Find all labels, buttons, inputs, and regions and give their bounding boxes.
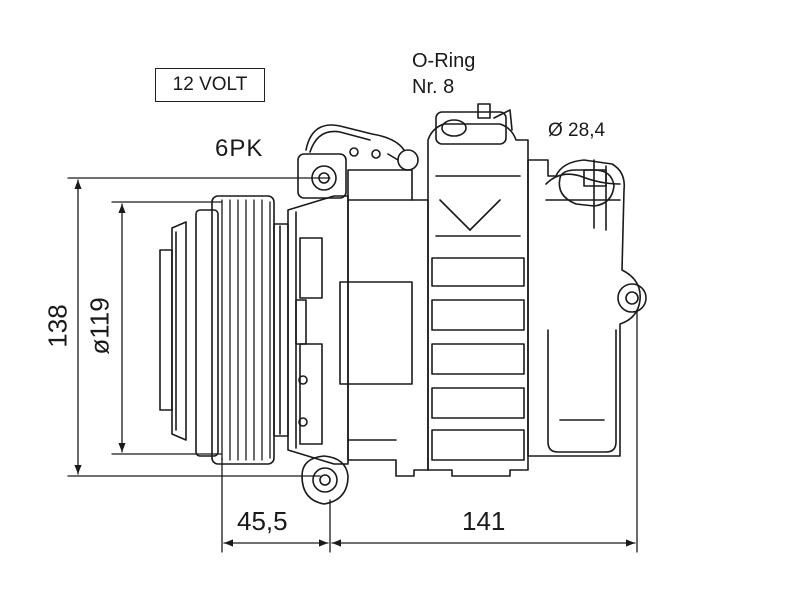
o-ring-number-label: Nr. 8 bbox=[412, 76, 455, 98]
belt-grooves bbox=[221, 199, 271, 461]
voltage-label: 12 VOLT bbox=[155, 68, 265, 102]
body-length-dimension: 141 bbox=[462, 506, 506, 536]
lower-mount-hole bbox=[312, 467, 338, 493]
pulley-diameter-dimension: ø119 bbox=[84, 297, 115, 355]
pulley bbox=[159, 195, 289, 465]
dimension-lines bbox=[67, 177, 638, 553]
upper-mount-hole bbox=[311, 165, 337, 191]
pulley-offset-dimension: 45,5 bbox=[237, 506, 288, 536]
port-diameter-label: Ø 28,4 bbox=[548, 120, 606, 141]
front-housing bbox=[287, 153, 349, 505]
o-ring-label: O-Ring bbox=[412, 50, 476, 72]
rear-mount-hole bbox=[617, 283, 647, 313]
pulley-grooves-label: 6PK bbox=[215, 135, 264, 162]
compressor-body bbox=[305, 103, 647, 477]
o-ring-port bbox=[441, 119, 467, 137]
overall-height-dimension: 138 bbox=[42, 304, 73, 348]
cooling-fins bbox=[431, 175, 525, 461]
